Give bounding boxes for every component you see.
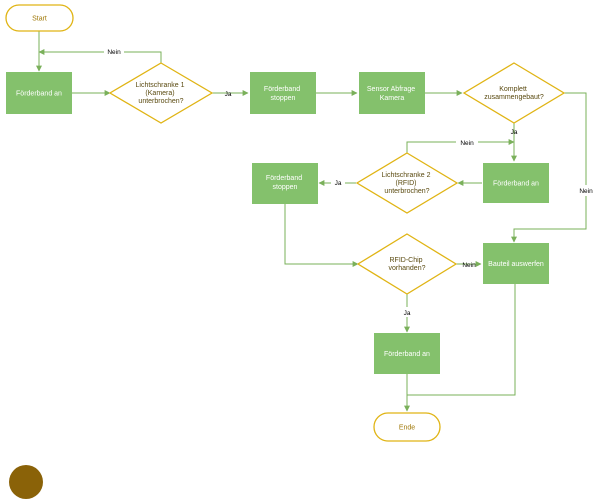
edge-complete-no	[511, 92, 587, 243]
stop2-line1: Förderband	[266, 175, 302, 182]
edge-stop2-to-rfid	[284, 204, 359, 267]
start-label: Start	[32, 16, 47, 23]
edge-label-sensor1-no: Nein	[107, 49, 121, 56]
process-belt-on-2[interactable]: Förderband an	[483, 163, 549, 203]
belt-on-3-label: Förderband an	[384, 351, 430, 358]
stop2-line2: stoppen	[273, 184, 298, 191]
end-terminal[interactable]: Ende	[373, 412, 441, 442]
sensor1-line2: (Kamera)	[145, 90, 174, 97]
belt-on-1-label: Förderband an	[16, 91, 62, 98]
rfid-line1: RFID-Chip	[389, 257, 422, 264]
camera-line1: Sensor Abfrage	[367, 86, 415, 93]
sensor1-line3: unterbrochen?	[138, 98, 183, 105]
edge-label-complete-no: Nein	[579, 188, 593, 195]
svg-text:RFID-Chip vorhanden?: RFID-Chip vorhanden?	[389, 257, 426, 272]
decision-complete[interactable]: Komplett zusammengebaut?	[462, 62, 566, 124]
process-belt-on-1[interactable]: Förderband an	[6, 72, 72, 114]
start-terminal[interactable]: Start	[5, 4, 74, 32]
eject-label: Bauteil auswerfen	[488, 261, 544, 268]
edge-label-sensor2-no: Nein	[460, 140, 474, 147]
sensor2-line2: (RFID)	[396, 180, 417, 187]
stop1-line2: stoppen	[271, 95, 296, 102]
sensor2-line3: unterbrochen?	[384, 188, 429, 195]
end-label: Ende	[399, 425, 415, 432]
rfid-line2: vorhanden?	[389, 265, 426, 272]
edge-label-complete-yes: Ja	[511, 129, 518, 136]
stop1-line1: Förderband	[264, 86, 300, 93]
process-stop-belt-2[interactable]: Förderband stoppen	[252, 163, 318, 204]
process-stop-belt-1[interactable]: Förderband stoppen	[250, 72, 316, 114]
decision-sensor1[interactable]: Lichtschranke 1 (Kamera) unterbrochen?	[108, 62, 214, 124]
edge-label-rfid-yes: Ja	[404, 310, 411, 317]
svg-text:Lichtschranke 2 (RFID): Lichtschranke 2 (RFID) unterbrochen?	[382, 172, 433, 195]
edge-label-sensor1-yes: Ja	[225, 91, 232, 98]
decision-rfid[interactable]: RFID-Chip vorhanden?	[356, 233, 458, 295]
decision-sensor2[interactable]: Lichtschranke 2 (RFID) unterbrochen?	[355, 152, 459, 214]
svg-text:Lichtschranke 1 (Kamera): Lichtschranke 1 (Kamera) unterbrochen?	[136, 82, 187, 105]
complete-line2: zusammengebaut?	[484, 94, 544, 101]
process-eject-part[interactable]: Bauteil auswerfen	[483, 243, 549, 284]
decorative-circle-marker	[9, 465, 43, 499]
sensor2-line1: Lichtschranke 2	[382, 172, 431, 179]
camera-line2: Kamera	[380, 95, 405, 102]
edge-sensor2-no-loop	[406, 139, 515, 153]
edge-eject-to-end	[407, 284, 516, 396]
svg-text:Komplett zusammengebaut?: Komplett zusammengebaut?	[484, 86, 544, 101]
edge-label-rfid-no: Nein	[462, 262, 476, 269]
process-belt-on-3[interactable]: Förderband an	[374, 333, 440, 374]
svg-text:Förderband stoppen: Förderband stoppen	[266, 175, 304, 191]
edge-sensor1-no-loop	[38, 49, 162, 63]
belt-on-2-label: Förderband an	[493, 181, 539, 188]
svg-text:Förderband stoppen: Förderband stoppen	[264, 86, 302, 102]
sensor1-line1: Lichtschranke 1	[136, 82, 185, 89]
edge-label-sensor2-yes: Ja	[335, 180, 342, 187]
process-camera-query[interactable]: Sensor Abfrage Kamera	[359, 72, 425, 114]
complete-line1: Komplett	[499, 86, 527, 93]
svg-text:Sensor Abfrage Kamera: Sensor Abfrage Kamera	[367, 86, 417, 102]
edge-labels: Nein Ja Ja Nein Nein Ja Nein Ja	[104, 46, 597, 317]
